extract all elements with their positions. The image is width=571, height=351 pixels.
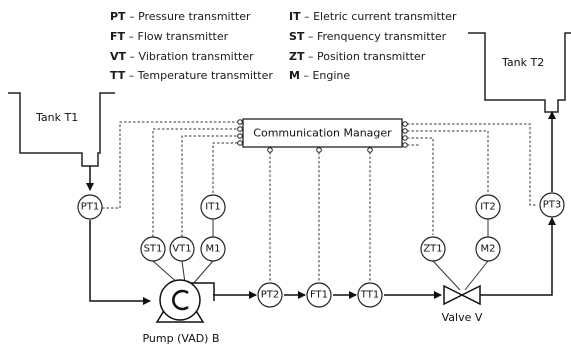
signal-lines-left — [102, 121, 238, 237]
svg-text:PT2: PT2 — [261, 290, 280, 301]
instrument-pt3: PT3 — [539, 192, 565, 218]
svg-text:FT1: FT1 — [310, 290, 328, 301]
instrument-pt1: PT1 — [77, 194, 103, 220]
svg-text:ST1: ST1 — [144, 244, 163, 255]
legend-item-pt: PT – Pressure transmitter — [110, 10, 251, 23]
svg-text:VT1: VT1 — [172, 244, 191, 255]
instrument-it1: IT1 — [200, 194, 226, 220]
svg-text:IT1: IT1 — [205, 202, 220, 213]
svg-text:TT1: TT1 — [360, 290, 379, 301]
tank-t1-shape — [8, 92, 115, 167]
pump-b — [155, 279, 215, 323]
instrument-st1: ST1 — [140, 236, 166, 262]
svg-text:PT1: PT1 — [81, 202, 100, 213]
valve-v — [443, 284, 481, 306]
instrument-zt1: ZT1 — [420, 236, 446, 262]
legend-item-m: M – Engine — [289, 69, 351, 82]
svg-text:M1: M1 — [206, 244, 221, 255]
tank-t2-label: Tank T2 — [501, 56, 544, 69]
instrument-ft1: FT1 — [306, 282, 332, 308]
instrument-m1: M1 — [200, 236, 226, 262]
signal-lines-bottom — [269, 152, 371, 283]
legend-item-it: IT – Eletric current transmitter — [289, 10, 457, 23]
legend-item-ft: FT – Flow transmitter — [110, 30, 229, 43]
legend-item-tt: TT – Temperature transmitter — [110, 69, 273, 82]
svg-text:ZT1: ZT1 — [423, 244, 442, 255]
svg-text:IT2: IT2 — [480, 202, 495, 213]
pump-label: Pump (VAD) B — [142, 332, 219, 345]
communication-manager-box — [242, 118, 403, 148]
instrument-tt1: TT1 — [357, 282, 383, 308]
signal-lines-right — [407, 123, 537, 235]
communication-manager-label: Communication Manager — [253, 127, 392, 140]
legend: PT – Pressure transmitter FT – Flow tran… — [0, 0, 571, 90]
instrument-it2: IT2 — [475, 194, 501, 220]
instrument-pt2: PT2 — [257, 282, 283, 308]
legend-item-zt: ZT – Position transmitter — [289, 50, 426, 63]
manager-ports — [237, 119, 408, 153]
legend-item-st: ST – Frenquency transmitter — [289, 30, 447, 43]
valve-label: Valve V — [442, 311, 483, 324]
legend-item-vt: VT – Vibration transmitter — [110, 50, 254, 63]
svg-text:PT3: PT3 — [543, 200, 562, 211]
tank-t2-shape — [468, 32, 571, 113]
instrument-vt1: VT1 — [169, 236, 195, 262]
svg-text:M2: M2 — [481, 244, 496, 255]
process-piping — [86, 111, 556, 305]
instrument-m2: M2 — [475, 236, 501, 262]
tank-t1-label: Tank T1 — [35, 111, 78, 124]
